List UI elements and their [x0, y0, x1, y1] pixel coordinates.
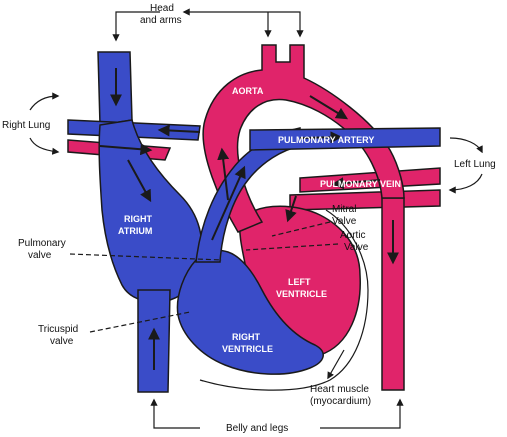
- left-ventricle-label-1: LEFT: [288, 277, 311, 287]
- right-lung-arrow-top: [29, 92, 60, 111]
- leader-lines: [69, 221, 339, 333]
- flow-arrow-pa-right: [157, 124, 201, 137]
- belly-legs-loop: [150, 398, 200, 429]
- aortic-valve-leader: [245, 243, 339, 251]
- flow-arrow-pv-left: [331, 177, 381, 190]
- circulation-arrows: [29, 8, 483, 429]
- head-arms-label-1: Head: [150, 3, 174, 14]
- tricuspid-valve-leader: [89, 311, 191, 333]
- flow-arrow-pa-left: [299, 131, 343, 144]
- heart-muscle-leader: [327, 349, 345, 380]
- pulmonary-valve-leader: [69, 253, 223, 261]
- aortic-arch: [202, 44, 405, 233]
- flow-arrow-pa: [211, 165, 246, 241]
- belly-legs-loop-right: [320, 398, 404, 429]
- left-lung-arrow-bottom: [448, 173, 483, 194]
- flow-arrow-aorta-arch: [309, 95, 349, 120]
- left-ventricle-label-2: VENTRICLE: [276, 289, 327, 299]
- mitral-valve-label-2: Valve: [332, 216, 357, 227]
- head-arms-label-2: and arms: [140, 15, 182, 26]
- tricuspid-valve-label-1: Tricuspid: [38, 324, 78, 335]
- aortic-valve-label-1: Aortic: [340, 230, 366, 241]
- flow-arrow-ra: [127, 159, 152, 203]
- head-arms-loop: [112, 11, 160, 42]
- pulmonary-valve-label-2: valve: [28, 250, 52, 261]
- labels: Head and arms Right Lung Left Lung AORTA…: [2, 3, 496, 434]
- heart-muscle-outline: [199, 209, 369, 391]
- belly-legs-label: Belly and legs: [226, 423, 288, 434]
- pulmonary-valve-label-1: Pulmonary: [18, 238, 66, 249]
- flow-arrows: [99, 68, 399, 370]
- right-lung-label: Right Lung: [2, 120, 50, 131]
- right-lung-arrow-bottom: [29, 137, 60, 155]
- mitral-valve-label-1: Mitral: [332, 204, 356, 215]
- right-atrium-label-1: RIGHT: [124, 214, 153, 224]
- right-ventricle-label-1: RIGHT: [232, 332, 261, 342]
- pulmonary-artery-left: [249, 127, 441, 151]
- flow-arrow-aorta-up: [217, 147, 230, 201]
- mitral-valve-leader: [271, 221, 331, 237]
- heart-muscle-label-1: Heart muscle: [310, 384, 369, 395]
- tricuspid-valve-label-2: valve: [50, 336, 74, 347]
- flow-arrow-pv-right: [99, 143, 153, 156]
- heart-muscle-label-2: (myocardium): [310, 396, 371, 407]
- left-lung-arrow-top: [449, 137, 483, 154]
- flow-arrow-lv: [285, 195, 297, 223]
- aortic-valve-label-2: Valve: [344, 242, 369, 253]
- left-lung-label: Left Lung: [454, 159, 496, 170]
- right-ventricle: [176, 249, 324, 375]
- right-atrium-label-2: ATRIUM: [118, 226, 152, 236]
- pulmonary-artery-label: PULMONARY ARTERY: [278, 135, 374, 145]
- right-ventricle-label-2: VENTRICLE: [222, 344, 273, 354]
- pulmonary-vein-left-2: [289, 189, 441, 211]
- head-arms-loop-right: [218, 11, 304, 38]
- pulmonary-vein-label: PULMONARY VEIN: [320, 179, 401, 189]
- aorta-label: AORTA: [232, 86, 264, 96]
